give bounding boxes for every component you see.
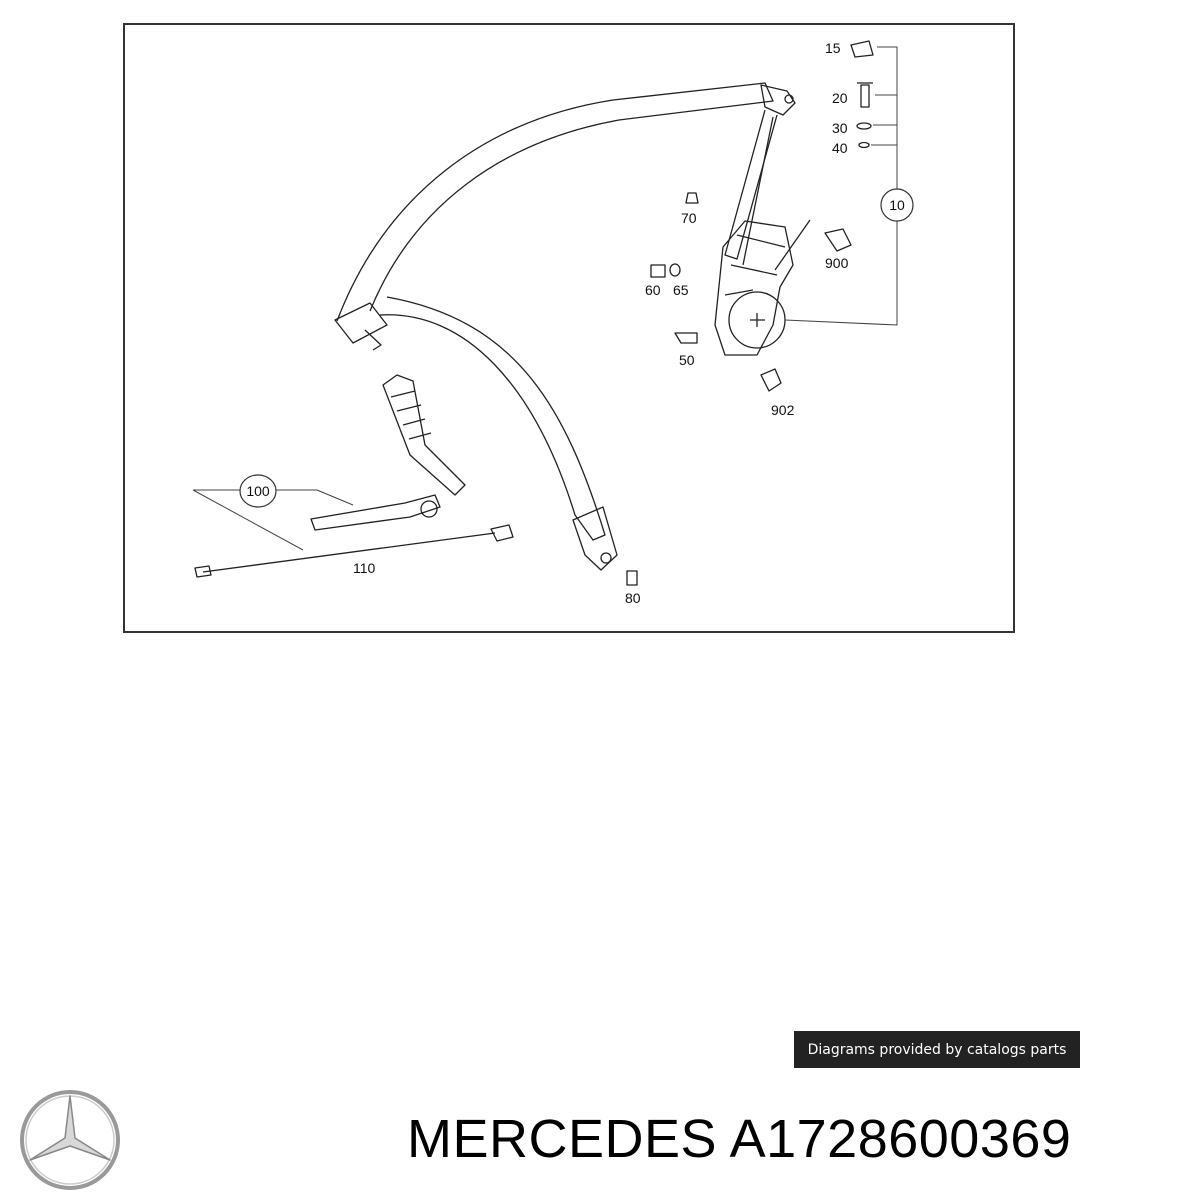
buckle-stalk bbox=[310, 494, 441, 531]
part-80-bolt bbox=[626, 570, 638, 586]
mercedes-star-logo bbox=[20, 1090, 120, 1190]
callout-65: 65 bbox=[673, 282, 689, 298]
callout-15: 15 bbox=[825, 40, 841, 56]
callout-20: 20 bbox=[832, 90, 848, 106]
part-title: MERCEDES A1728600369 bbox=[407, 1108, 1071, 1170]
part-40-nut bbox=[858, 141, 870, 149]
callout-110: 110 bbox=[353, 560, 376, 576]
retractor-housing bbox=[714, 220, 794, 356]
callout-70: 70 bbox=[681, 210, 697, 226]
buckle-assembly bbox=[382, 374, 466, 496]
part-30-washer bbox=[856, 122, 872, 130]
callout-100-circle bbox=[239, 474, 277, 508]
part-number: A1728600369 bbox=[729, 1109, 1072, 1169]
vertical-belt bbox=[724, 109, 778, 260]
part-65-washer bbox=[669, 263, 681, 277]
callout-902: 902 bbox=[771, 402, 795, 418]
part-20-bolt bbox=[857, 82, 873, 108]
cable-110 bbox=[202, 532, 496, 573]
callout-40: 40 bbox=[832, 140, 848, 156]
lap-belt-strap bbox=[379, 296, 606, 541]
part-60-bolt bbox=[650, 264, 666, 278]
brand-name: MERCEDES bbox=[407, 1109, 718, 1169]
connector-900 bbox=[824, 228, 852, 252]
callout-900: 900 bbox=[825, 255, 849, 271]
callout-100: 100 bbox=[246, 483, 270, 499]
belt-guide-loop bbox=[334, 302, 388, 344]
catalog-credit-badge: Diagrams provided by catalogs parts bbox=[794, 1031, 1080, 1068]
callout-30: 30 bbox=[832, 120, 848, 136]
callout-60: 60 bbox=[645, 282, 661, 298]
connector-902 bbox=[760, 368, 782, 392]
callout-80: 80 bbox=[625, 590, 641, 606]
callout-50: 50 bbox=[679, 352, 695, 368]
shoulder-belt-upper bbox=[336, 82, 774, 322]
callout-10: 10 bbox=[889, 197, 905, 213]
part-15-clip bbox=[850, 40, 874, 58]
part-50-bolt bbox=[674, 332, 698, 344]
callout-10-circle bbox=[880, 188, 914, 222]
parts-diagram: 15 20 30 40 10 70 900 60 65 50 902 100 1… bbox=[123, 23, 1015, 633]
seatbelt-exploded-view: 15 20 30 40 10 70 900 60 65 50 902 100 1… bbox=[192, 40, 914, 606]
part-70-nut bbox=[685, 192, 699, 204]
retractor-wire bbox=[774, 219, 811, 271]
upper-anchor bbox=[760, 84, 796, 116]
